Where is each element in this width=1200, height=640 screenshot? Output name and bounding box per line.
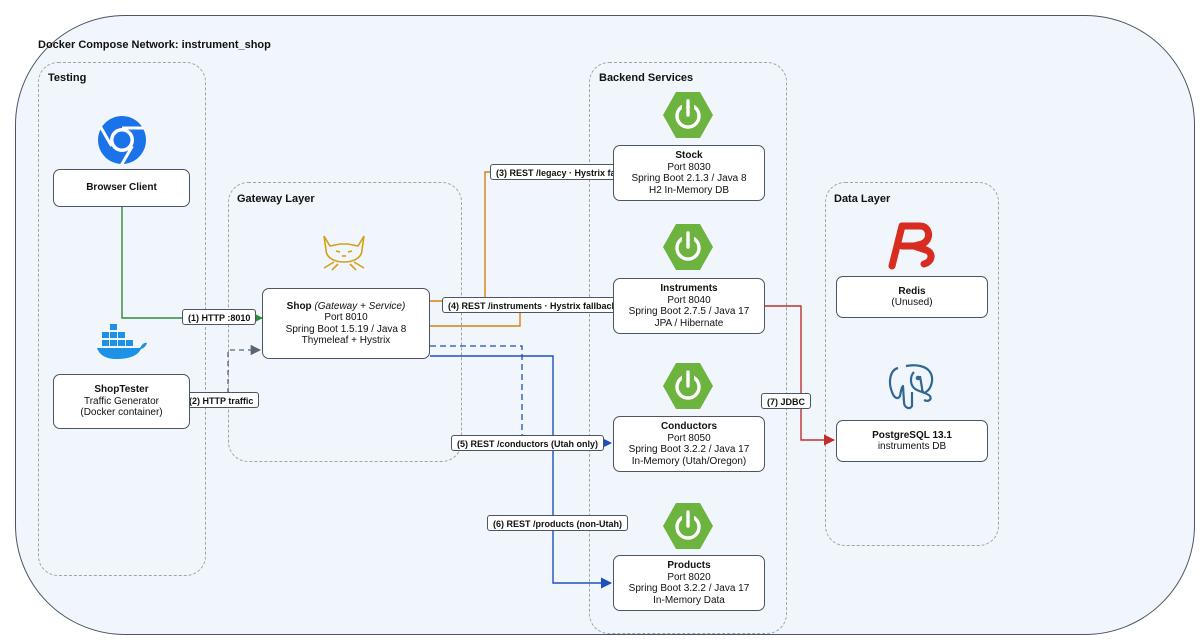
spring-icon (663, 224, 713, 270)
zone-testing-title: Testing (48, 72, 87, 84)
node-shop: Shop (Gateway + Service) Port 8010 Sprin… (262, 288, 430, 359)
network-title: Docker Compose Network: instrument_shop (38, 39, 271, 51)
node-postgresql: PostgreSQL 13.1 instruments DB (836, 420, 988, 462)
zone-gateway-title: Gateway Layer (237, 193, 315, 205)
node-shoptester-title: ShopTester (94, 384, 149, 396)
edge-3-label: (3) REST /legacy · Hystrix fallback (490, 164, 648, 180)
docker-icon (97, 324, 147, 359)
node-redis-title: Redis (898, 285, 926, 297)
node-instruments-title: Instruments (660, 283, 718, 294)
tomcat-icon (323, 235, 365, 271)
node-products-line: Spring Boot 3.2.2 / Java 17 (628, 583, 750, 594)
postgresql-icon (888, 364, 934, 410)
node-shoptester-line: Traffic Generator (83, 395, 160, 407)
chrome-icon (98, 116, 146, 165)
node-stock-line: H2 In-Memory DB (648, 184, 729, 196)
node-browser-client: Browser Client (53, 169, 190, 207)
node-shop-line: Port 8010 (324, 312, 368, 323)
spring-icon (663, 363, 713, 409)
node-instruments-line: JPA / Hibernate (654, 317, 724, 329)
edge-1-line (121, 207, 264, 324)
node-products: Products Port 8020 Spring Boot 3.2.2 / J… (613, 555, 765, 611)
edge-4-label: (4) REST /instruments · Hystrix fallback (442, 297, 623, 313)
node-stock-line: Port 8030 (667, 161, 711, 173)
edge-5-label: (5) REST /conductors (Utah only) (451, 435, 605, 451)
node-redis-line: (Unused) (891, 297, 933, 308)
node-products-line: Port 8020 (667, 571, 711, 583)
node-stock-line: Spring Boot 2.1.3 / Java 8 (631, 173, 747, 184)
node-conductors-line: Spring Boot 3.2.2 / Java 17 (628, 444, 750, 455)
node-conductors: Conductors Port 8050 Spring Boot 3.2.2 /… (613, 416, 765, 472)
edge-5-line (430, 345, 613, 449)
node-shop-title: Shop (286, 300, 312, 312)
node-redis: Redis (Unused) (836, 276, 988, 318)
zone-data (825, 182, 999, 546)
edge-6-line (430, 355, 613, 589)
zone-backend-title: Backend Services (599, 72, 694, 84)
zone-backend (589, 62, 787, 634)
node-instruments-line: Port 8040 (667, 294, 711, 306)
node-shop-line: Spring Boot 1.5.19 / Java 8 (285, 323, 407, 335)
node-products-line: In-Memory Data (653, 594, 725, 606)
node-shop-line: Thymeleaf + Hystrix (301, 335, 391, 346)
node-shoptester-line: (Docker container) (80, 407, 163, 419)
node-shop-subtitle: (Gateway + Service) (314, 300, 406, 312)
edge-1-label: (1) HTTP :8010 (182, 309, 257, 325)
node-instruments-line: Spring Boot 2.7.5 / Java 17 (628, 306, 750, 317)
node-conductors-title: Conductors (660, 421, 718, 432)
node-browser-title: Browser Client (86, 182, 157, 194)
node-postgresql-line: instruments DB (877, 441, 947, 452)
node-shoptester: ShopTester Traffic Generator (Docker con… (53, 374, 190, 429)
node-instruments: Instruments Port 8040 Spring Boot 2.7.5 … (613, 278, 765, 334)
node-conductors-line: Port 8050 (667, 432, 711, 444)
node-stock-title: Stock (675, 150, 703, 161)
node-conductors-line: In-Memory (Utah/Oregon) (631, 455, 747, 467)
edge-2-label: (2) HTTP traffic (183, 392, 260, 408)
node-postgresql-title: PostgreSQL 13.1 (872, 429, 952, 441)
node-stock: Stock Port 8030 Spring Boot 2.1.3 / Java… (613, 145, 765, 201)
zone-data-title: Data Layer (834, 193, 891, 205)
edge-3-line (430, 166, 613, 302)
node-products-title: Products (667, 560, 711, 571)
spring-icon (663, 92, 713, 138)
spring-icon (663, 503, 713, 549)
redis-icon (888, 222, 935, 270)
edge-7-label: (7) JDBC (761, 393, 812, 409)
edge-6-label: (6) REST /products (non-Utah) (487, 515, 628, 531)
edge-7-line (765, 305, 836, 446)
